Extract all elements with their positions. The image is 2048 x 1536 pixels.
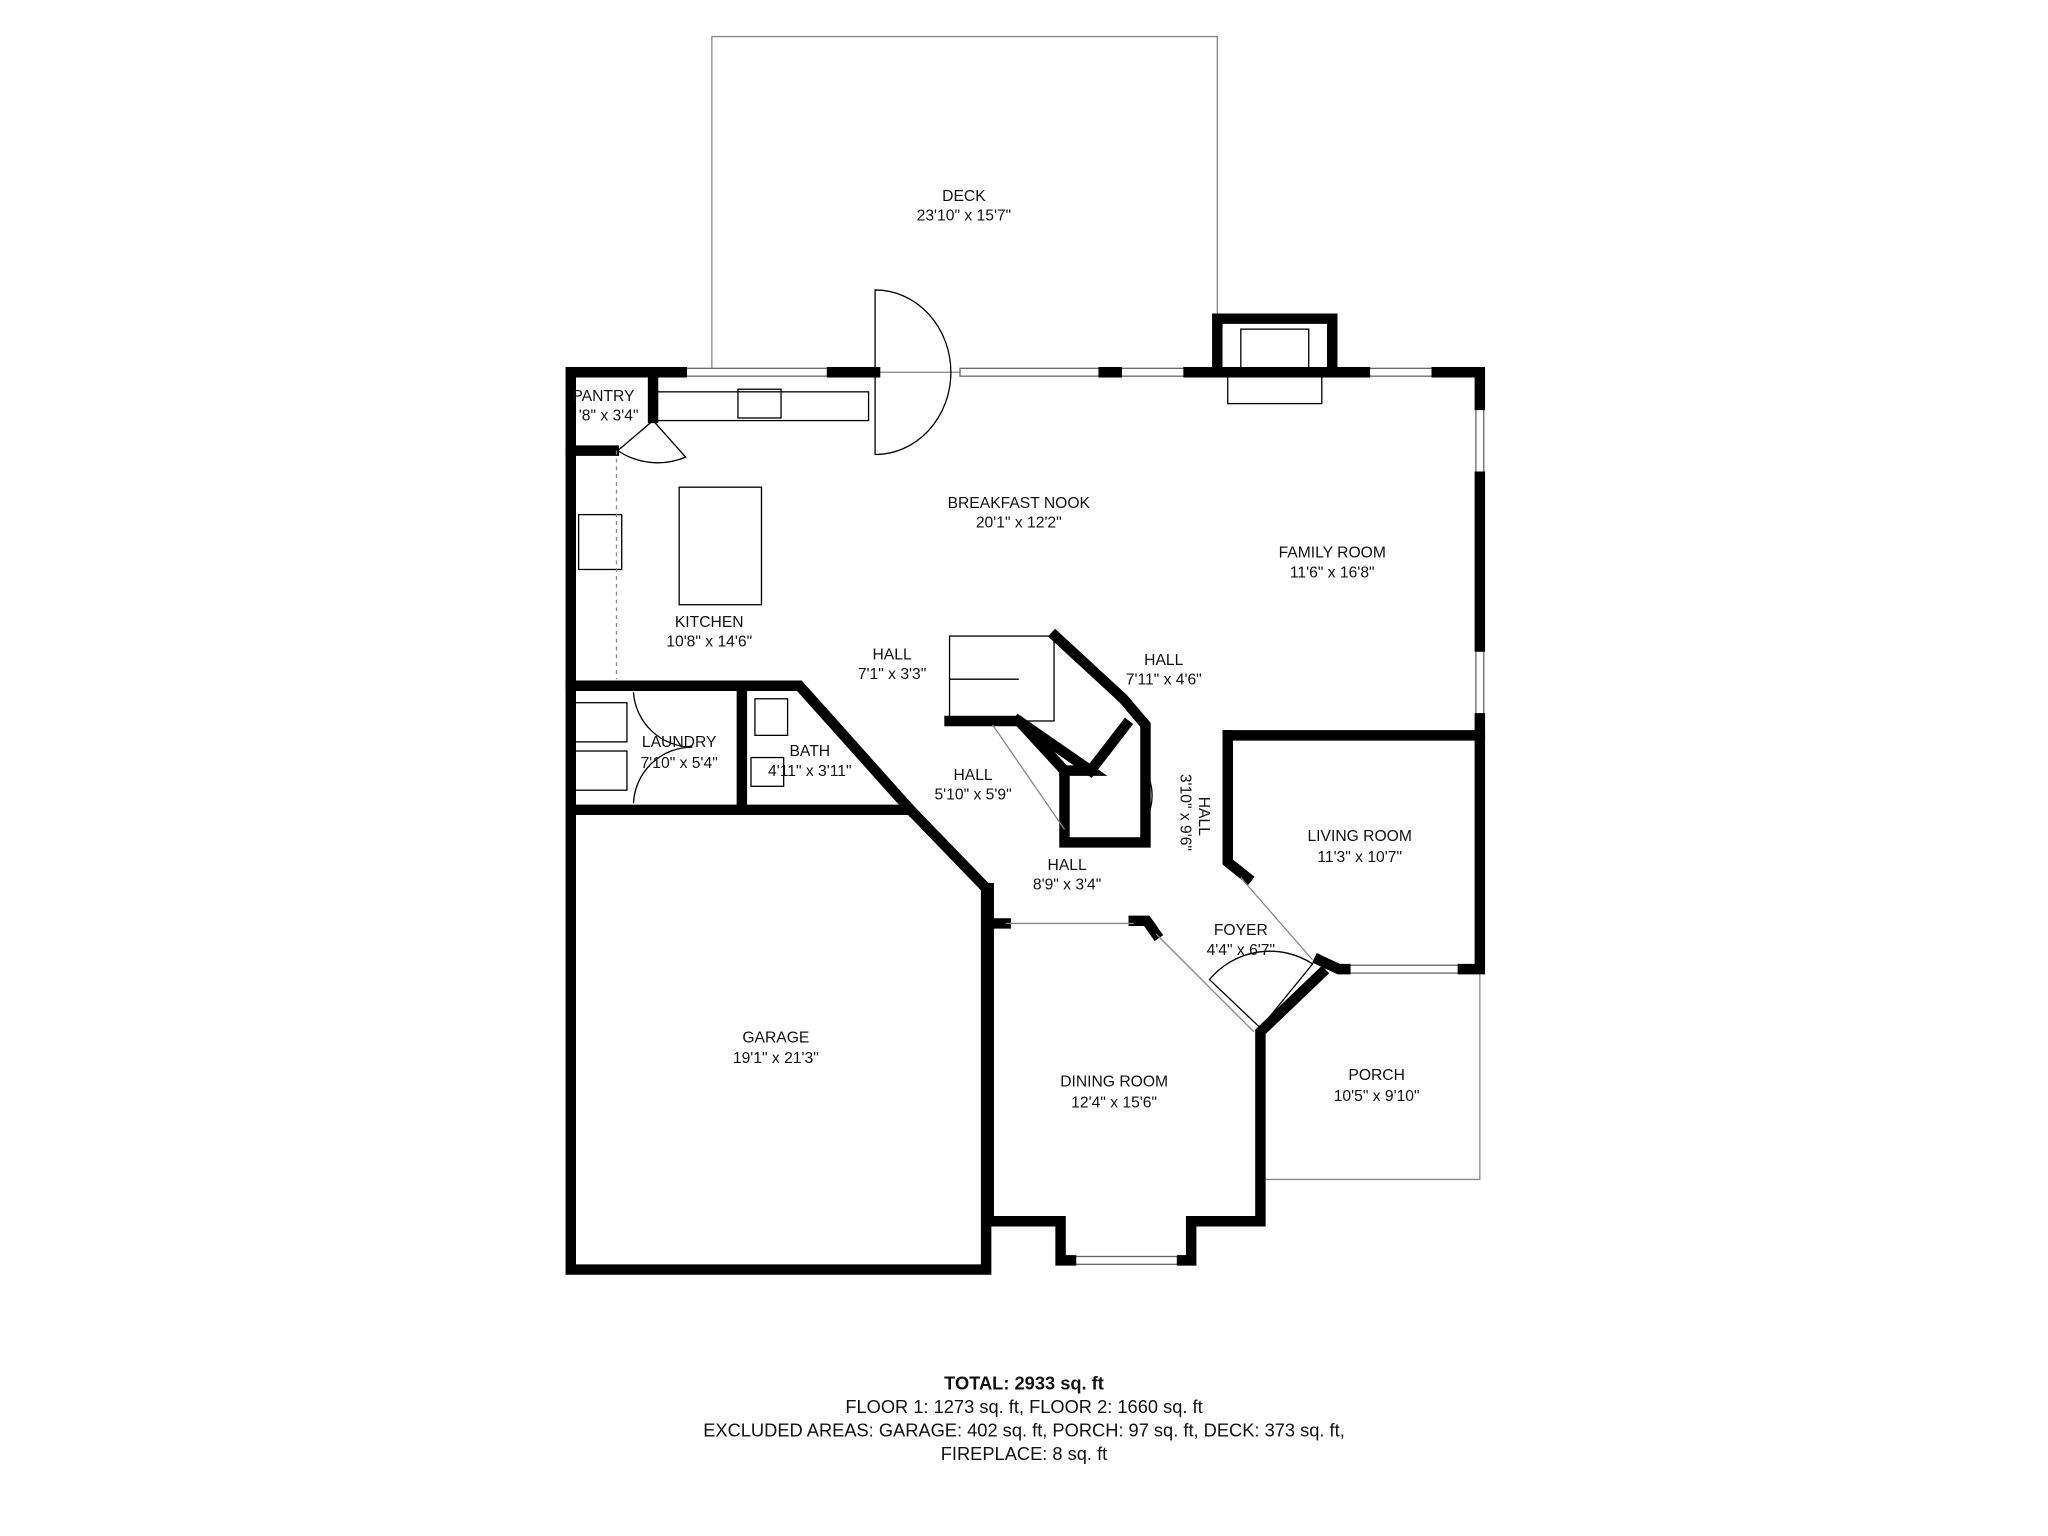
- kitchen-island: [678, 486, 763, 606]
- room-size-kitchen: 10'8" x 14'6": [666, 634, 752, 651]
- room-name-kitchen: KITCHEN: [675, 614, 744, 631]
- room-name-hall-2: HALL: [1144, 652, 1183, 669]
- room-name-hall-1: HALL: [872, 647, 911, 664]
- summary-floors: FLOOR 1: 1273 sq. ft, FLOOR 2: 1660 sq. …: [845, 1396, 1202, 1417]
- stove: [577, 513, 623, 571]
- room-name-laundry: LAUNDRY: [642, 734, 717, 751]
- room-size-family-room: 11'6" x 16'8": [1290, 564, 1375, 581]
- room-name-foyer: FOYER: [1214, 922, 1268, 939]
- room-size-dining-room: 12'4" x 15'6": [1071, 1095, 1157, 1112]
- room-name-deck: DECK: [942, 188, 986, 205]
- summary-fireplace: FIREPLACE: 8 sq. ft: [941, 1443, 1107, 1464]
- kitchen-fixtures: [574, 388, 1066, 830]
- fireplace: [1212, 313, 1338, 405]
- room-name-porch: PORCH: [1348, 1067, 1405, 1084]
- room-name-hall-4: HALL: [1195, 797, 1212, 836]
- area-summary: TOTAL: 2933 sq. ft FLOOR 1: 1273 sq. ft,…: [703, 1373, 1345, 1465]
- room-name-bath: BATH: [789, 743, 830, 760]
- room-size-pantry: '8" x 3'4": [579, 408, 639, 425]
- room-name-garage: GARAGE: [742, 1029, 809, 1046]
- counter: [652, 391, 870, 422]
- room-name-family-room: FAMILY ROOM: [1279, 545, 1386, 562]
- room-size-hall-1: 7'1" x 3'3": [858, 666, 926, 683]
- room-size-hall-4: 3'10" x 9'6": [1177, 774, 1194, 851]
- room-size-hall-5: 8'9" x 3'4": [1033, 876, 1101, 893]
- doors: [616, 289, 1314, 1033]
- room-size-breakfast-nook: 20'1" x 12'2": [976, 515, 1062, 532]
- summary-excluded: EXCLUDED AREAS: GARAGE: 402 sq. ft, PORC…: [703, 1420, 1345, 1441]
- room-name-pantry: PANTRY: [572, 388, 635, 405]
- room-size-hall-3: 5'10" x 5'9": [934, 786, 1011, 803]
- room-size-deck: 23'10" x 15'7": [917, 208, 1012, 225]
- room-name-living-room: LIVING ROOM: [1307, 828, 1411, 845]
- room-size-hall-2: 7'11" x 4'6": [1126, 671, 1202, 688]
- room-name-hall-5: HALL: [1048, 857, 1087, 874]
- room-size-living-room: 11'3" x 10'7": [1317, 849, 1402, 866]
- room-size-porch: 10'5" x 9'10": [1334, 1088, 1420, 1105]
- room-name-dining-room: DINING ROOM: [1060, 1074, 1168, 1091]
- summary-total: TOTAL: 2933 sq. ft: [944, 1373, 1104, 1394]
- room-size-foyer: 4'4" x 6'7": [1207, 942, 1275, 959]
- room-labels: DECK 23'10" x 15'7" PANTRY '8" x 3'4" BR…: [572, 188, 1419, 1111]
- room-name-hall-3: HALL: [953, 767, 992, 784]
- room-size-bath: 4'11" x 3'11": [768, 763, 852, 780]
- room-size-laundry: 7'10" x 5'4": [641, 755, 718, 772]
- porch-outline: [1260, 969, 1481, 1181]
- sink: [737, 388, 782, 419]
- room-size-garage: 19'1" x 21'3": [733, 1050, 819, 1067]
- room-name-breakfast-nook: BREAKFAST NOOK: [948, 495, 1091, 512]
